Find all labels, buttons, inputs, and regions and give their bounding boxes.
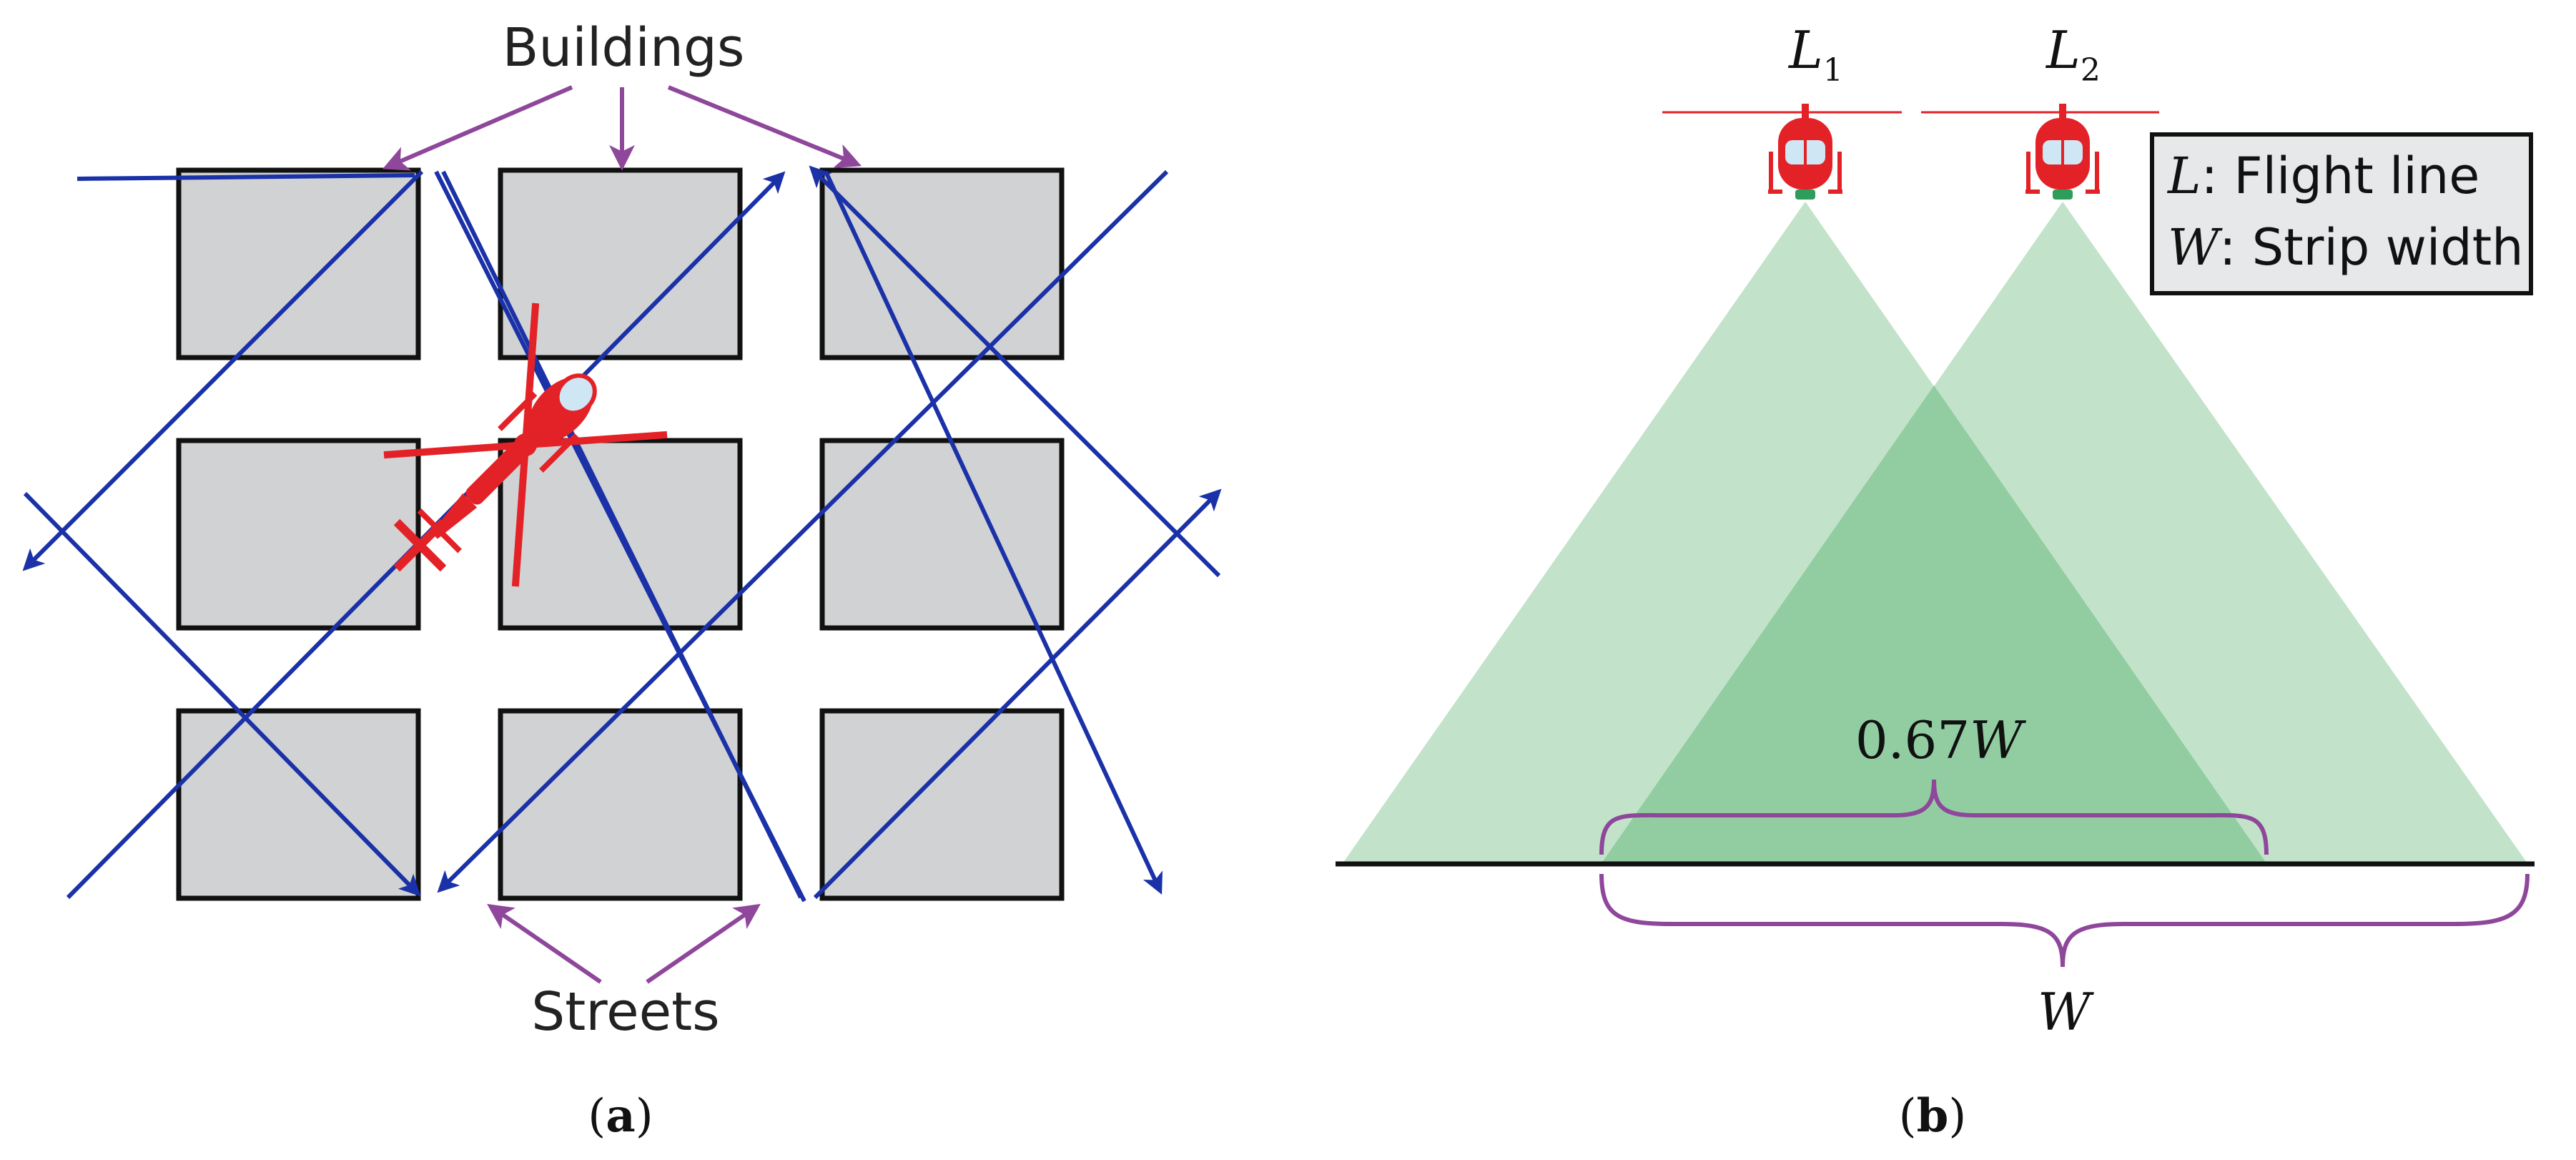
flight-path: [813, 488, 1222, 900]
streets-arrows: [487, 903, 761, 984]
buildings-label: Buildings: [503, 17, 745, 79]
building: [498, 167, 743, 360]
building: [819, 708, 1065, 901]
coverage-overlap: [1602, 385, 2266, 863]
flight-path: [437, 169, 1169, 893]
legend-flight-line: L: Flight line: [2166, 147, 2479, 205]
legend-strip-width: W: Strip width: [2168, 218, 2524, 277]
helicopter-front-view-icon: [1662, 104, 1902, 200]
buildings-arrows: [383, 85, 862, 171]
helicopter-top-view-icon: [383, 303, 668, 587]
panel-b: L1 L2 L: Flight line W: Strip width 0.67…: [1336, 20, 2535, 1143]
flight-path: [22, 169, 424, 571]
flight-path: [824, 170, 1163, 895]
building: [176, 438, 421, 631]
panel-a: Buildings Streets (a): [22, 17, 1222, 1143]
caption-b: (b): [1899, 1089, 1967, 1143]
building: [498, 708, 743, 901]
helicopter-front-view-icon: [1921, 104, 2159, 200]
building: [176, 167, 421, 360]
flight-path: [434, 170, 806, 903]
strip-width-label: W: [2038, 982, 2094, 1042]
flight-path: [77, 173, 415, 181]
caption-a: (a): [588, 1089, 653, 1143]
building: [176, 708, 421, 901]
flight-line-label-1: L1: [1787, 20, 1843, 89]
flight-path: [809, 165, 1221, 578]
flight-path: [23, 491, 421, 897]
overlap-brace: [1599, 779, 2269, 855]
streets-label: Streets: [531, 981, 719, 1043]
strip-width-brace: [1599, 873, 2530, 968]
flight-line-label-2: L2: [2045, 20, 2101, 89]
overlap-label: 0.67W: [1855, 710, 2026, 770]
building: [819, 167, 1065, 360]
legend: L: Flight line W: Strip width: [2150, 132, 2533, 295]
